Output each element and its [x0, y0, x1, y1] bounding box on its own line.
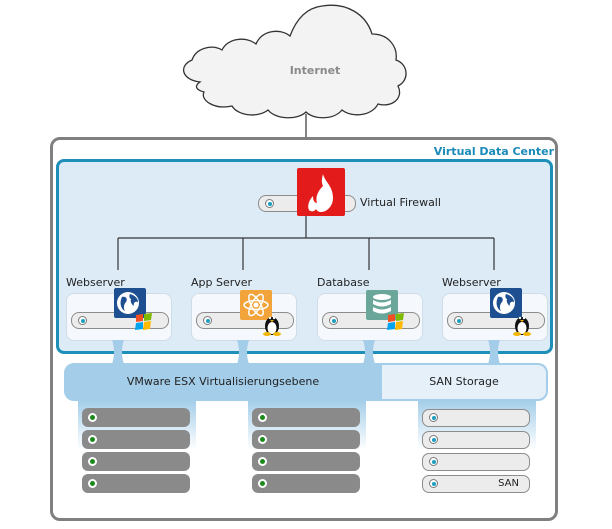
san-unit-bar[interactable]: [422, 431, 530, 449]
vm-label: Webserver: [442, 276, 501, 289]
status-dot-icon: [265, 199, 274, 208]
host-server-bar[interactable]: [82, 430, 190, 449]
status-dot-icon: [88, 413, 97, 422]
status-dot-icon: [88, 479, 97, 488]
windows-icon: [134, 312, 154, 332]
status-dot-icon: [429, 435, 438, 444]
san-label: SAN: [498, 478, 519, 489]
status-dot-icon: [203, 316, 212, 325]
globe-icon: [114, 288, 146, 318]
host-server-bar[interactable]: [252, 474, 360, 493]
host-server-bar[interactable]: [82, 408, 190, 427]
san-storage-layer: SAN Storage: [382, 363, 548, 401]
status-dot-icon: [429, 457, 438, 466]
host-server-bar[interactable]: [82, 474, 190, 493]
internet-label: Internet: [289, 64, 341, 77]
status-dot-icon: [88, 435, 97, 444]
status-dot-icon: [258, 457, 267, 466]
san-unit-bar[interactable]: [422, 409, 530, 427]
globe-icon: [490, 288, 522, 318]
status-dot-icon: [429, 413, 438, 422]
host-server-bar[interactable]: [82, 452, 190, 471]
vm-label: Database: [317, 276, 370, 289]
flame-icon[interactable]: [297, 168, 345, 216]
windows-icon: [386, 312, 406, 332]
vm-label: App Server: [191, 276, 253, 289]
internet-cloud-icon: [182, 4, 407, 119]
san-storage-layer-label: SAN Storage: [429, 375, 499, 388]
san-unit-bar[interactable]: [422, 453, 530, 471]
host-server-bar[interactable]: [252, 452, 360, 471]
vm-label: Webserver: [66, 276, 125, 289]
status-dot-icon: [88, 457, 97, 466]
status-dot-icon: [258, 435, 267, 444]
firewall-label: Virtual Firewall: [360, 196, 441, 209]
status-dot-icon: [258, 479, 267, 488]
virtualization-layer: VMware ESX Virtualisierungsebene: [64, 363, 382, 401]
status-dot-icon: [258, 413, 267, 422]
status-dot-icon: [429, 479, 438, 488]
atom-icon: [240, 290, 272, 320]
virtualization-layer-label: VMware ESX Virtualisierungsebene: [126, 375, 320, 388]
status-dot-icon: [454, 316, 463, 325]
linux-tux-icon: [262, 312, 282, 336]
san-unit-bar[interactable]: SAN: [422, 475, 530, 493]
host-server-bar[interactable]: [252, 408, 360, 427]
status-dot-icon: [329, 316, 338, 325]
host-server-bar[interactable]: [252, 430, 360, 449]
linux-tux-icon: [512, 312, 532, 336]
virtual-data-center-title: Virtual Data Center: [433, 145, 554, 158]
status-dot-icon: [78, 316, 87, 325]
